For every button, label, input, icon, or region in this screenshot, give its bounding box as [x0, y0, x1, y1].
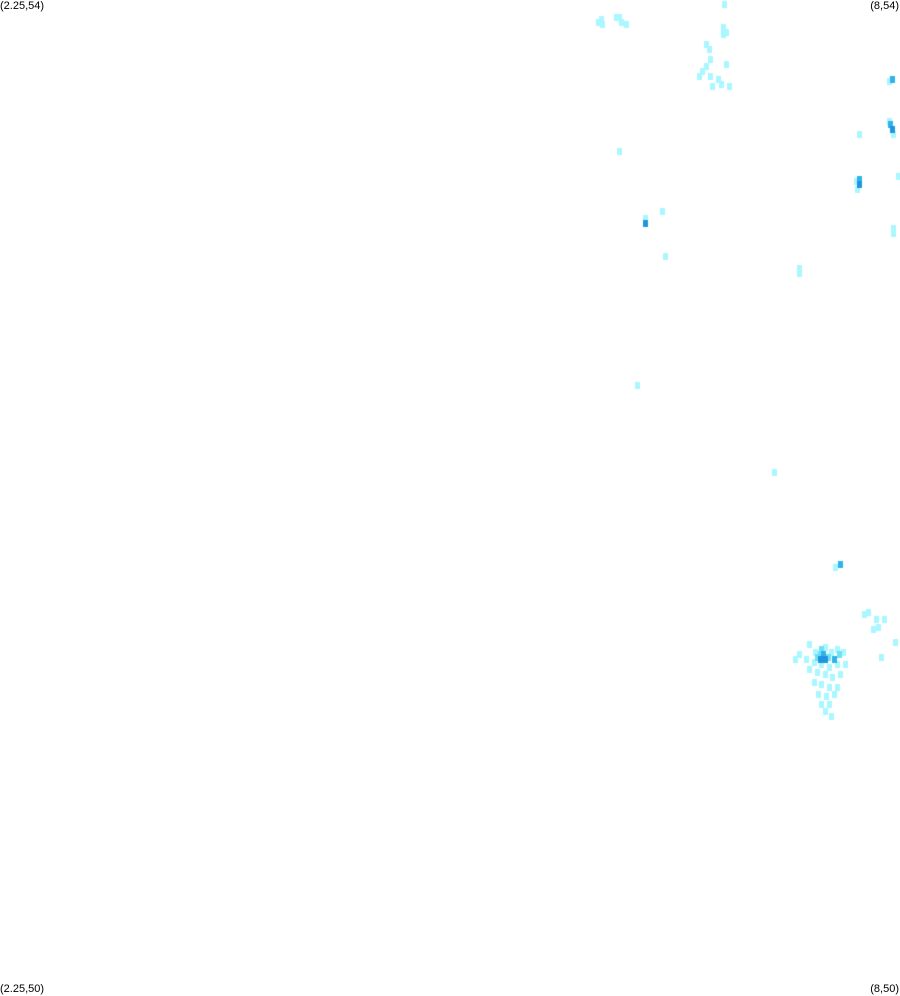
- bottom-right-coordinate-label: (8,50): [870, 983, 899, 995]
- bottom-left-coordinate-label: (2.25,50): [0, 983, 45, 995]
- top-right-coordinate-label: (8,54): [870, 0, 899, 12]
- top-left-coordinate-label: (2.25,54): [0, 0, 45, 12]
